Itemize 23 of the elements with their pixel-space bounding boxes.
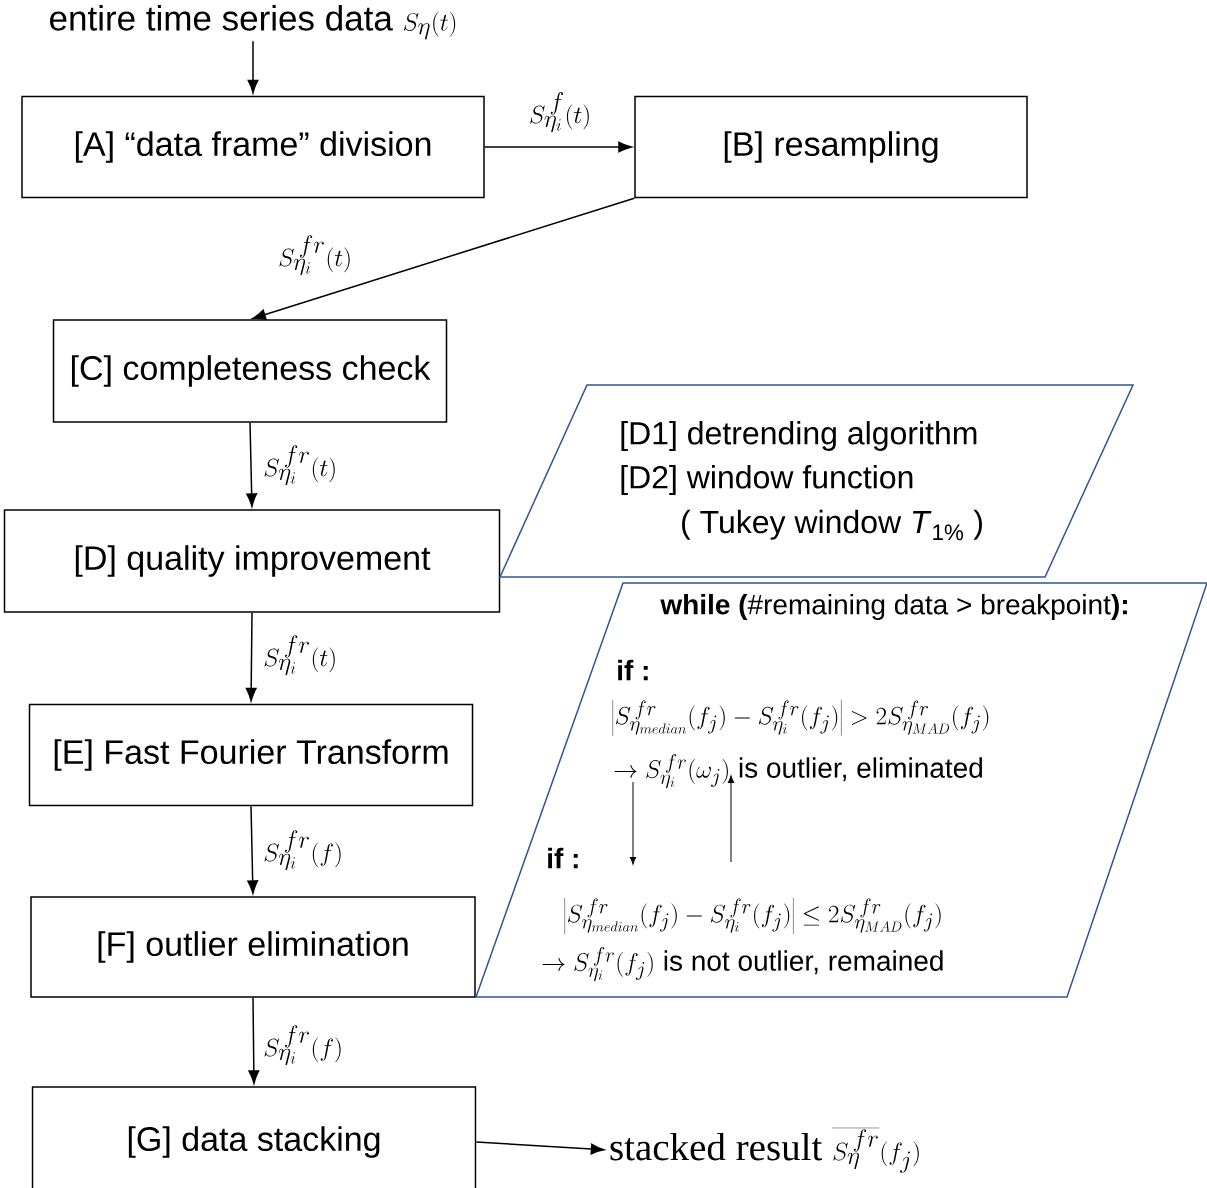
edge-label: $S_{\eta_i}^{\,fr}(t)$: [262, 634, 338, 676]
arrow: [247, 805, 259, 894]
process-box: [B] resampling: [634, 95, 1028, 199]
input-text: entire time series data $S_{\eta}(t)$: [50, 5, 456, 40]
process-box: [E] Fast Fourier Transform: [28, 703, 474, 807]
arrow: [245, 612, 257, 702]
process-box: [F] outlier elimination: [30, 896, 476, 998]
arrow: [252, 197, 635, 320]
process-box: [C] completeness check: [52, 319, 448, 423]
edge-label: $S_{\eta_i}^{\,fr}(t)$: [277, 234, 353, 276]
arrow: [475, 1141, 605, 1155]
process-box: [D] quality improvement: [3, 509, 501, 613]
edge-label: $S_{\eta_i}^{\,f}(t)$: [527, 91, 593, 133]
arrow: [248, 997, 260, 1084]
edge-label: $S_{\eta_i}^{\,fr}(f)$: [262, 1024, 344, 1066]
result-text: stacked result $\overline{S_{\eta}^{\,fr}}(f_j)$: [610, 1127, 919, 1173]
process-box: [A] “data frame” division: [21, 95, 485, 199]
edge-label: $S_{\eta_i}^{\,fr}(f)$: [262, 829, 344, 871]
process-box: [G] data stacking: [31, 1086, 477, 1188]
edge-label: $S_{\eta_i}^{\,fr}(t)$: [262, 444, 338, 486]
arrow: [246, 422, 258, 507]
arrow: [484, 141, 632, 153]
arrow: [247, 40, 259, 94]
